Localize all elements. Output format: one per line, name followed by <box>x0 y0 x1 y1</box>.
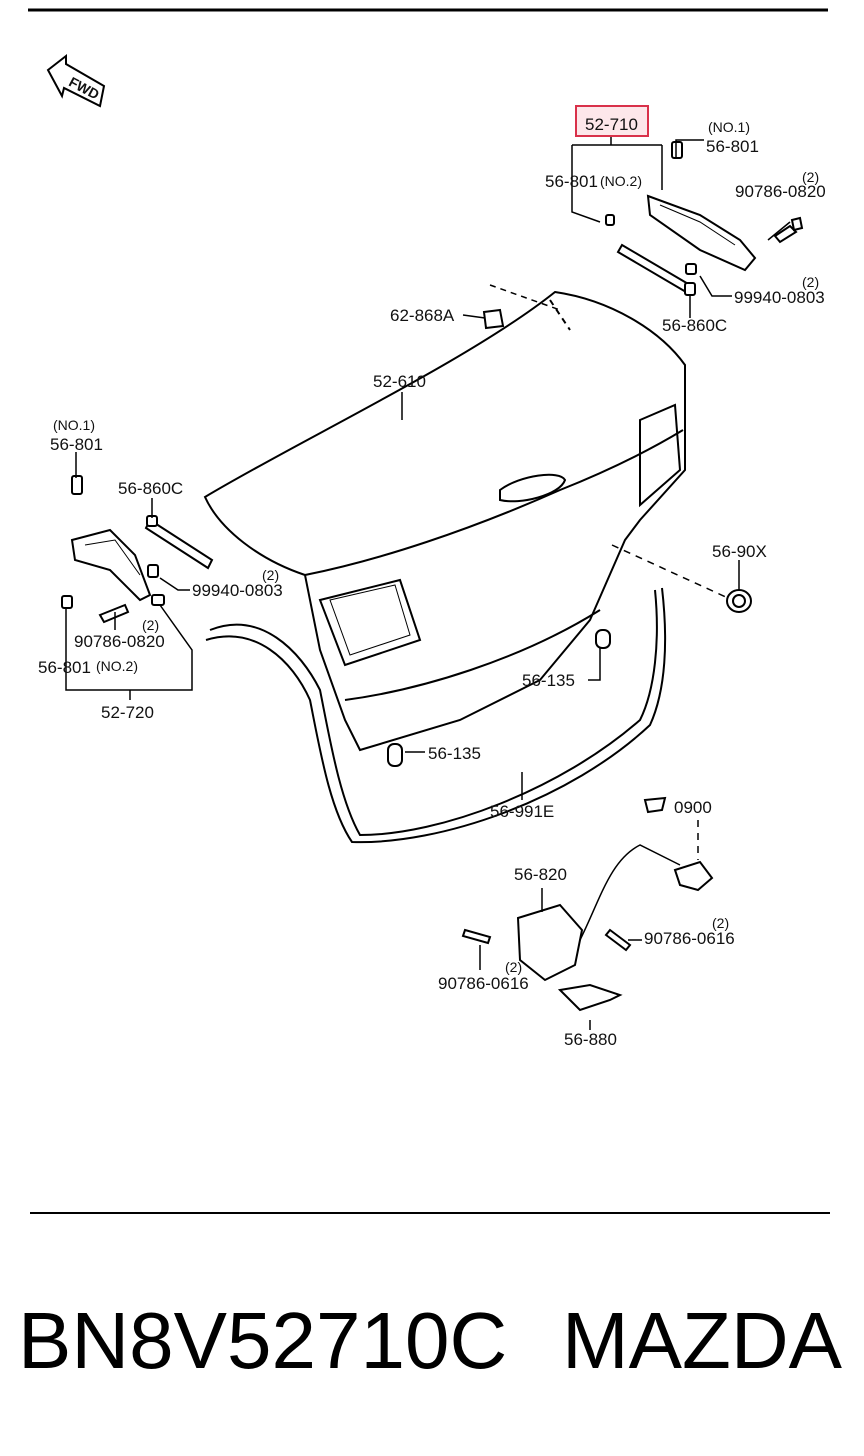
callout-0900: 0900 <box>674 798 712 817</box>
callout-qty-2-e: (2) <box>712 915 729 931</box>
callout-52-720: 52-720 <box>101 703 154 722</box>
callout-qty-2-a: (2) <box>802 169 819 185</box>
callout-qty-2-c: (2) <box>262 567 279 583</box>
callout-56-860c-left: 56-860C <box>118 479 183 498</box>
callout-56-820: 56-820 <box>514 865 567 884</box>
small-parts-drawing <box>387 308 752 1012</box>
callout-qty-2-d: (2) <box>142 617 159 633</box>
callout-56-801-left-2: 56-801 <box>38 658 91 677</box>
brand-name: MAZDA <box>562 1296 843 1385</box>
callout-labels: 52-710 (NO.1) 56-801 56-801 (NO.2) (2) 9… <box>38 115 826 1049</box>
callout-56-801-right-1: 56-801 <box>706 137 759 156</box>
callout-52-610: 52-610 <box>373 372 426 391</box>
callout-56-880: 56-880 <box>564 1030 617 1049</box>
callout-52-710: 52-710 <box>585 115 638 134</box>
weatherstrip-drawing <box>205 587 667 844</box>
callout-no2-left: (NO.2) <box>96 658 138 674</box>
callout-no1-left: (NO.1) <box>53 417 95 433</box>
callout-62-868a: 62-868A <box>390 306 455 325</box>
callout-90786-0616-right: 90786-0616 <box>644 929 735 948</box>
part-number: BN8V52710C <box>18 1296 507 1385</box>
callout-qty-2-f: (2) <box>505 959 522 975</box>
callout-56-991e: 56-991E <box>490 802 554 821</box>
callout-56-90x: 56-90X <box>712 542 767 561</box>
callout-90786-0820-left: 90786-0820 <box>74 632 165 651</box>
callout-qty-2-b: (2) <box>802 274 819 290</box>
fwd-arrow-icon: FWD <box>46 53 106 108</box>
callout-99940-0803-left: 99940-0803 <box>192 581 283 600</box>
callout-no1-right: (NO.1) <box>708 119 750 135</box>
trunk-lid-drawing <box>203 290 686 752</box>
right-hinge-drawing <box>605 141 804 296</box>
callout-90786-0820-right: 90786-0820 <box>735 182 826 201</box>
callout-56-801-right-2: 56-801 <box>545 172 598 191</box>
callout-56-135-b: 56-135 <box>428 744 481 763</box>
callout-99940-0803-right: 99940-0803 <box>734 288 825 307</box>
left-hinge-drawing <box>61 475 214 624</box>
callout-56-801-left-1: 56-801 <box>50 435 103 454</box>
highlight-box <box>575 105 649 137</box>
leader-lines <box>65 134 791 1030</box>
callout-56-860c-right: 56-860C <box>662 316 727 335</box>
callout-56-135-a: 56-135 <box>522 671 575 690</box>
callout-no2-right: (NO.2) <box>600 173 642 189</box>
callout-90786-0616-left: 90786-0616 <box>438 974 529 993</box>
